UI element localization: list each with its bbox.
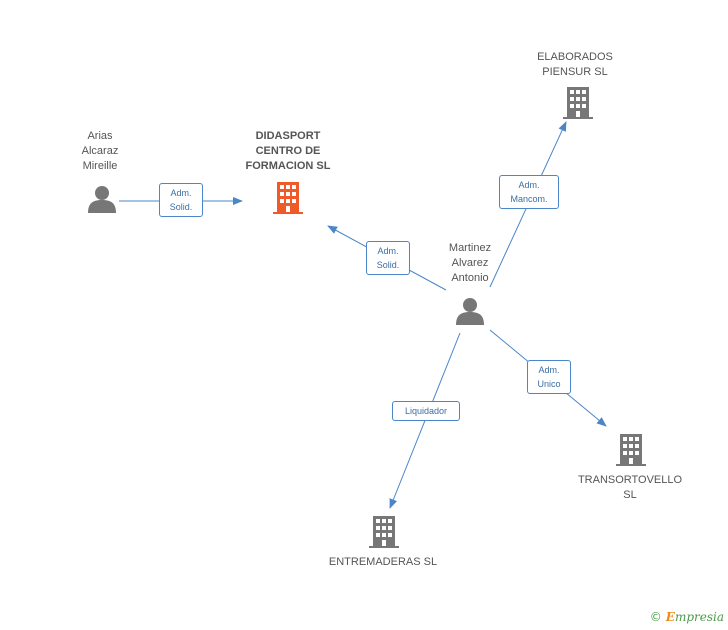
copyright-logo: ©Empresia (650, 610, 724, 624)
company-icon-elaborados[interactable] (563, 87, 593, 119)
node-label-entremaderas[interactable]: ENTREMADERAS SL (328, 556, 438, 568)
brand-rest: mpresia (674, 610, 724, 624)
company-icon-entremaderas[interactable] (369, 516, 399, 548)
person-icon-martinez[interactable] (456, 298, 484, 325)
brand-initial: E (665, 610, 675, 624)
node-label-arias[interactable]: Arias Alcaraz Mireille (81, 130, 119, 172)
edge-label-martinez-transortovello: Adm. Unico (527, 360, 571, 394)
edge-label-martinez-entremaderas: Liquidador (392, 401, 460, 421)
person-icon-arias[interactable] (88, 186, 116, 213)
copyright-symbol: © (649, 610, 662, 624)
node-label-elaborados[interactable]: ELABORADOS PIENSUR SL (537, 51, 613, 78)
node-label-martinez[interactable]: Martinez Alvarez Antonio (448, 242, 492, 284)
node-label-didasport[interactable]: DIDASPORT CENTRO DE FORMACION SL (245, 130, 331, 172)
company-icon-transortovello[interactable] (616, 434, 646, 466)
edge-label-martinez-didasport: Adm. Solid. (366, 241, 410, 275)
edge-label-arias-didasport: Adm. Solid. (159, 183, 203, 217)
node-label-transortovello[interactable]: TRANSORTOVELLO SL (577, 474, 683, 501)
edge-label-martinez-elaborados: Adm. Mancom. (499, 175, 559, 209)
company-icon-didasport[interactable] (273, 182, 303, 214)
